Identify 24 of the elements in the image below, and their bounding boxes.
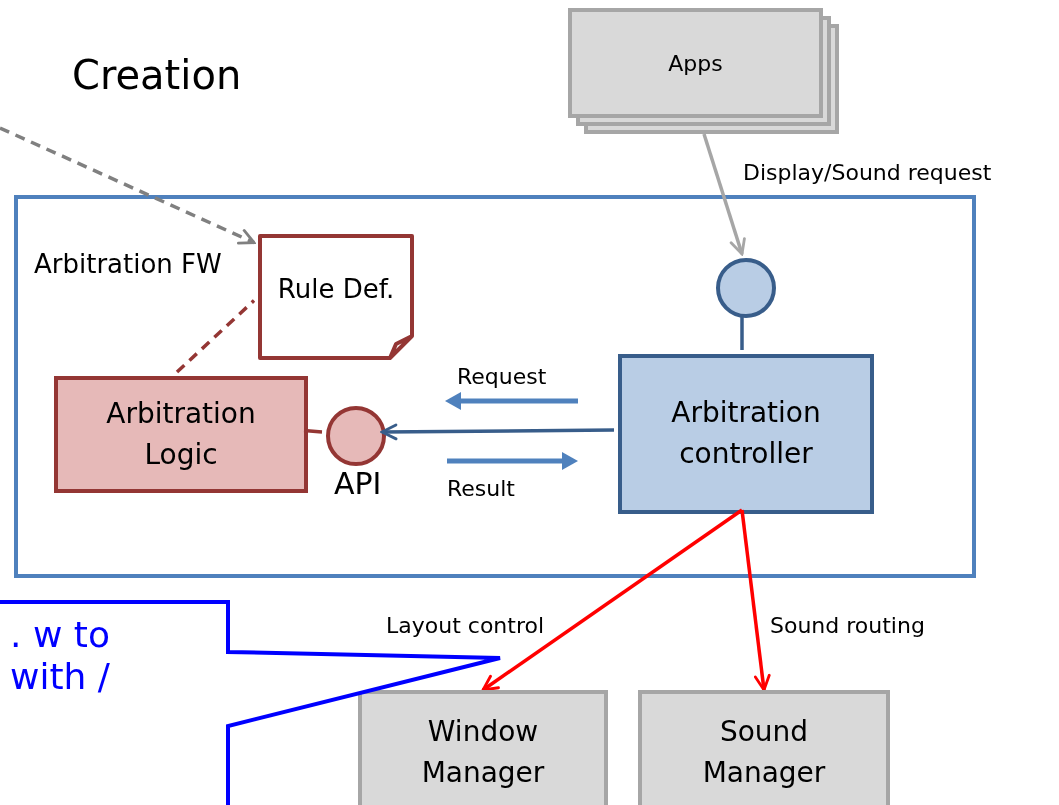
process-box: Sound Manager <box>638 690 890 805</box>
node-label: Apps <box>667 49 724 78</box>
arrow <box>481 508 743 692</box>
process-box: Arbitration Logic <box>54 376 308 493</box>
node-caption: API <box>334 466 382 501</box>
arrow <box>740 509 771 692</box>
connector-line <box>303 428 323 434</box>
interface-circle <box>716 258 776 318</box>
stacked-app-boxes <box>568 8 840 134</box>
arrow-label: Result <box>447 476 515 501</box>
arrow <box>702 133 746 256</box>
arrow-label: Request <box>457 364 547 389</box>
node-label: Rule Def. <box>276 273 396 307</box>
framework-container <box>14 195 976 578</box>
connector-line <box>740 314 744 350</box>
connector-line <box>175 299 256 374</box>
diagram-heading: Creation <box>72 52 242 98</box>
arrow <box>0 126 256 245</box>
process-box: Window Manager <box>358 690 608 805</box>
arrow <box>380 423 614 441</box>
process-box: Arbitration controller <box>618 354 874 514</box>
document-note <box>258 234 414 360</box>
callout-text: . w to with / <box>9 614 110 699</box>
interface-circle <box>326 406 386 466</box>
